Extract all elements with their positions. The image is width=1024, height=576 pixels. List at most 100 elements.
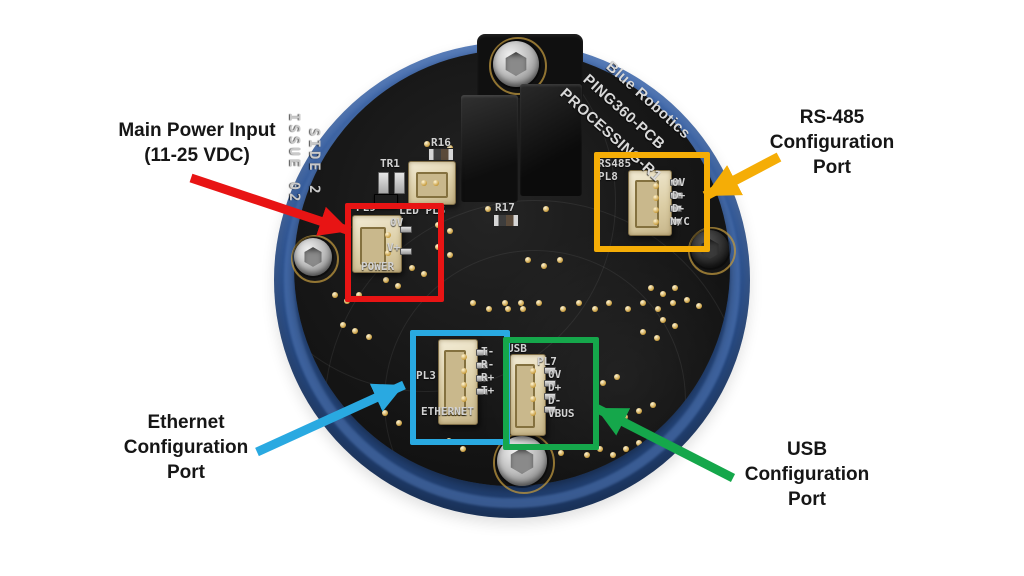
connector-pin-nub — [544, 406, 556, 413]
via-pad — [421, 271, 427, 277]
via-pad — [543, 206, 549, 212]
connector-pin — [653, 183, 659, 189]
ethernet-annotation-line: Ethernet — [147, 412, 225, 433]
connector-pin-nub — [544, 380, 556, 387]
ethernet-connector — [438, 339, 488, 425]
rs485-ref-label: RS485 — [598, 157, 632, 170]
connector-pin — [461, 354, 467, 360]
usb-annotation-line: Port — [788, 489, 826, 510]
rs485-connector — [628, 170, 682, 236]
tr1-label: TR1 — [380, 157, 400, 170]
power-annotation-line: (11-25 VDC) — [144, 145, 250, 166]
connector-pin — [530, 396, 536, 402]
connector-pin-nub — [400, 226, 412, 233]
connector-pin — [421, 180, 427, 186]
r16-resistor — [428, 148, 454, 161]
via-pad — [623, 446, 629, 452]
via-pad — [409, 265, 415, 271]
ethernet-pin-label: R+ — [481, 371, 495, 384]
via-pad — [606, 300, 612, 306]
via-pad — [525, 257, 531, 263]
via-pad — [486, 306, 492, 312]
hex-socket — [505, 52, 527, 76]
via-pad — [340, 322, 346, 328]
connector-pin-nub — [670, 205, 682, 212]
connector-slot — [360, 227, 386, 265]
ethernet-pin-label: T+ — [481, 384, 495, 397]
via-pad — [352, 328, 358, 334]
usb-name-label: USB — [507, 342, 527, 355]
connector-pin-nub — [544, 367, 556, 374]
ethernet-annotation-line: Configuration — [123, 437, 249, 458]
ethernet-pin-label: R- — [481, 358, 495, 371]
via-pad — [625, 306, 631, 312]
via-pad — [541, 263, 547, 269]
rs485-pin-label: D- — [672, 202, 686, 215]
via-pad — [447, 252, 453, 258]
via-pad — [610, 452, 616, 458]
via-pad — [560, 306, 566, 312]
via-pad — [502, 300, 508, 306]
ethernet-pin-label: T- — [481, 345, 495, 358]
via-pad — [557, 257, 563, 263]
screw-left — [294, 238, 332, 276]
connector-pin-nub — [400, 248, 412, 255]
via-pad — [366, 334, 372, 340]
rs485-annotation-line: Port — [813, 157, 851, 178]
usb-annotation-label: USB Configuration Port — [727, 437, 887, 512]
connector-pin — [385, 232, 391, 238]
via-pad — [660, 291, 666, 297]
hex-socket — [304, 247, 322, 267]
via-pad — [592, 306, 598, 312]
connector-pin-nub — [544, 393, 556, 400]
connector-pin-nub — [670, 179, 682, 186]
connector-slot — [416, 172, 448, 198]
rs485-annotation-label: RS-485 Configuration Port — [752, 105, 912, 180]
via-pad — [447, 228, 453, 234]
via-pad — [536, 300, 542, 306]
board-edge-print: SIDE 2 — [306, 128, 322, 197]
connector-pin — [461, 368, 467, 374]
via-pad — [608, 420, 614, 426]
ethernet-annotation-line: Port — [167, 462, 205, 483]
connector-pin-nub — [476, 388, 488, 395]
via-pad — [648, 285, 654, 291]
via-pad — [460, 446, 466, 452]
rs485-callout-box — [594, 152, 710, 252]
usb-connector — [510, 354, 556, 436]
via-pad — [520, 306, 526, 312]
rs485-pin-label: N/C — [670, 215, 690, 228]
via-pad — [672, 285, 678, 291]
via-pad — [382, 410, 388, 416]
rs485-ref-label: PL8 — [598, 170, 618, 183]
via-pad — [684, 297, 690, 303]
via-pad — [655, 306, 661, 312]
usb-annotation-line: Configuration — [744, 464, 870, 485]
via-pad — [485, 206, 491, 212]
power-callout-box — [345, 203, 444, 302]
via-pad — [636, 440, 642, 446]
connector-pin-nub — [670, 218, 682, 225]
usb-pin-label: D- — [548, 394, 562, 407]
connector-pin — [433, 180, 439, 186]
via-pad — [383, 277, 389, 283]
connector-pin — [461, 382, 467, 388]
ethernet-callout-box — [410, 330, 510, 445]
power-connector — [352, 215, 412, 273]
power-name-label: POWER — [361, 260, 395, 273]
connector-pin — [530, 382, 536, 388]
usb-pin-label: VBUS — [548, 407, 575, 420]
power-annotation-label: Main Power Input (11-25 VDC) — [92, 118, 302, 168]
r16-label: R16 — [431, 136, 451, 149]
via-pad — [636, 408, 642, 414]
connector-block-right — [520, 84, 582, 196]
via-pad — [672, 323, 678, 329]
rs485-pin-label: D+ — [672, 189, 686, 202]
via-pad — [470, 300, 476, 306]
connector-block-left — [461, 95, 518, 202]
connector-pin-nub — [476, 349, 488, 356]
usb-pin-label: D+ — [548, 381, 562, 394]
rs485-annotation-line: Configuration — [769, 132, 895, 153]
screw-pad-ring — [489, 37, 547, 95]
via-pad — [640, 300, 646, 306]
